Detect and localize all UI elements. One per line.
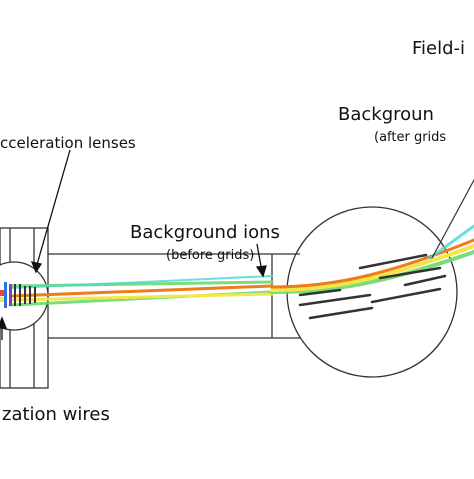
acceleration-lenses [0, 282, 36, 308]
lens-plate-blue [4, 282, 7, 308]
lens-source-yellow [0, 297, 4, 302]
lens-plate-3 [24, 286, 26, 304]
drift-tube [48, 253, 300, 339]
source-outer-box [0, 227, 49, 389]
label-background-before: Background ions [130, 222, 280, 243]
pointer-background-before-head [255, 265, 267, 278]
exit-tube-line [431, 179, 474, 259]
beam-line-orange [10, 284, 274, 298]
label-ionization-wires: zation wires [2, 404, 110, 425]
lens-plate-purple [9, 284, 12, 306]
grid-plate-4 [358, 253, 428, 270]
label-acceleration-lenses: cceleration lenses [0, 134, 136, 152]
beam-line-yellow [10, 292, 274, 302]
pointer-ionization-head [0, 316, 7, 329]
beam-curve-yellow [270, 244, 474, 292]
beam-line-cyan [11, 275, 273, 289]
beam-exit-cyan [428, 224, 474, 260]
grid-plate-2 [298, 288, 342, 297]
pointer-acceleration-lenses [35, 149, 71, 269]
lens-source-red [0, 290, 4, 296]
grid-plate-1 [298, 293, 372, 307]
ion-beam [10, 179, 474, 307]
lens-plate-1 [14, 284, 16, 306]
label-background-after: Backgroun [338, 104, 434, 125]
beam-curve-green [270, 250, 474, 294]
label-field-ionizer: Field-i [412, 38, 466, 59]
grid-plate-3 [308, 306, 374, 320]
pointer-acceleration-head [30, 261, 43, 274]
lens-plate-2 [19, 284, 21, 306]
label-after-grids: (after grids [374, 130, 447, 145]
analyzer-grids [298, 253, 447, 320]
label-pointers [0, 149, 267, 340]
grid-plate-5 [378, 266, 442, 280]
grid-plate-6 [370, 287, 442, 304]
beam-curve-orange [270, 238, 474, 289]
lens-plate-4 [29, 286, 31, 304]
grid-plate-7 [403, 274, 447, 287]
label-before-grids: (before grids) [166, 248, 255, 263]
lens-plate-5 [34, 287, 36, 303]
